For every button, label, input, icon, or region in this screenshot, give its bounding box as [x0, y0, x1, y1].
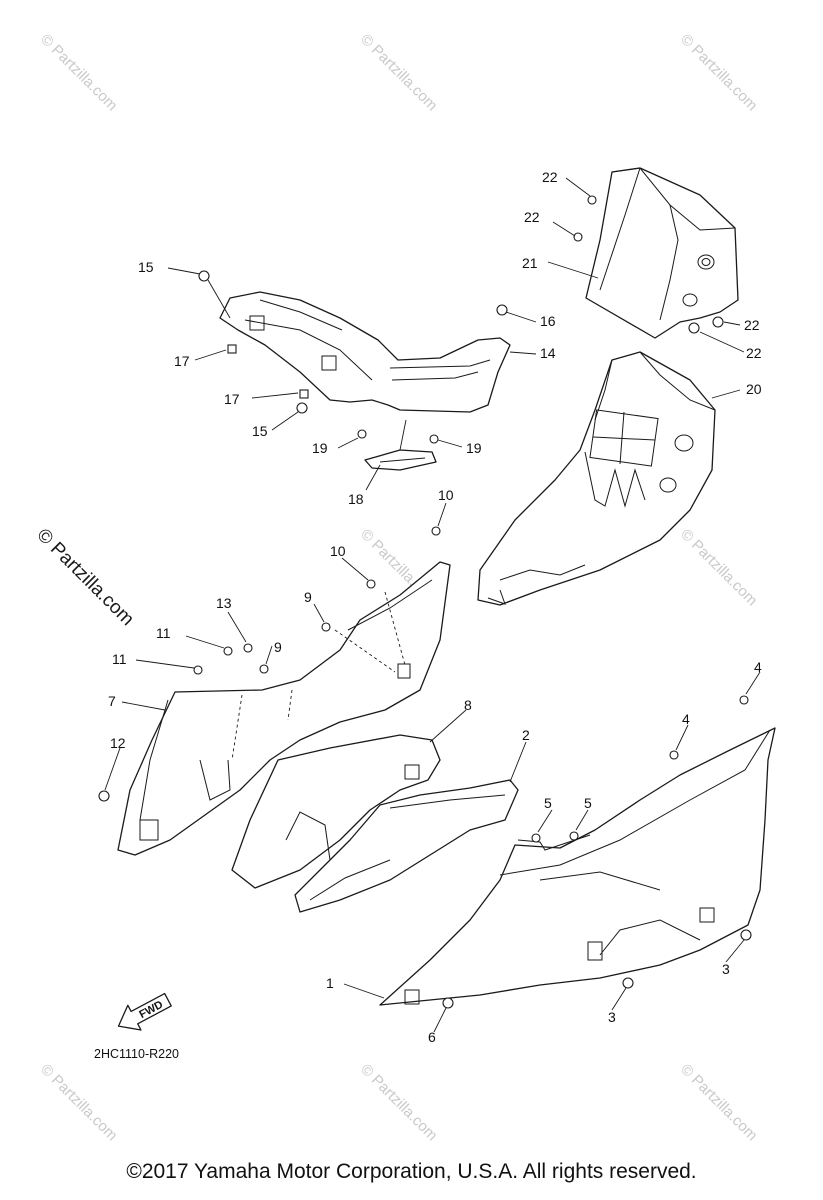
clip-icon — [299, 389, 309, 399]
callout-5[interactable]: 5 — [544, 795, 552, 811]
callout-10[interactable]: 10 — [438, 487, 454, 503]
bolt-icon — [431, 526, 441, 536]
callout-9[interactable]: 9 — [304, 589, 312, 605]
bolt-icon — [296, 402, 308, 414]
callout-11[interactable]: 11 — [112, 651, 127, 667]
callout-5[interactable]: 5 — [584, 795, 592, 811]
watermark: © Partzilla.com — [357, 1061, 440, 1144]
callout-13[interactable]: 13 — [216, 595, 232, 611]
bolt-icon — [357, 429, 367, 439]
bolt-icon — [669, 750, 679, 760]
callout-4[interactable]: 4 — [754, 659, 762, 675]
bolt-icon — [321, 622, 331, 632]
callout-12[interactable]: 12 — [110, 735, 126, 751]
bolt-icon — [573, 232, 583, 242]
bolt-icon — [712, 316, 724, 328]
callout-2[interactable]: 2 — [522, 727, 530, 743]
bolt-icon — [739, 695, 749, 705]
bolt-icon — [223, 646, 233, 656]
callout-17[interactable]: 17 — [224, 391, 240, 407]
callout-22[interactable]: 22 — [524, 209, 540, 225]
bolt-icon — [98, 790, 110, 802]
bolt-icon — [496, 304, 508, 316]
watermark-large: © Partzilla.com — [32, 525, 137, 630]
watermark: © Partzilla.com — [37, 1061, 120, 1144]
callout-19[interactable]: 19 — [312, 440, 328, 456]
part-21-upper-cover[interactable] — [585, 167, 739, 339]
fwd-label: FWD — [137, 999, 165, 1021]
callout-15[interactable]: 15 — [252, 423, 268, 439]
part-7-inner-panel[interactable] — [117, 561, 451, 856]
bolt-icon — [531, 833, 541, 843]
part-18-bracket[interactable] — [364, 449, 437, 471]
bolt-icon — [442, 997, 454, 1009]
callout-22[interactable]: 22 — [746, 345, 762, 361]
part-2-lower-panel[interactable] — [294, 779, 519, 913]
part-14-side-cover[interactable] — [219, 291, 511, 413]
callout-9[interactable]: 9 — [274, 639, 282, 655]
callout-14[interactable]: 14 — [540, 345, 556, 361]
callout-8[interactable]: 8 — [464, 697, 472, 713]
callout-3[interactable]: 3 — [608, 1009, 616, 1025]
part-20-center-cover[interactable] — [477, 351, 716, 606]
part-1-main-cover[interactable] — [379, 727, 776, 1006]
leader-lines — [104, 177, 761, 1033]
copyright-notice: ©2017 Yamaha Motor Corporation, U.S.A. A… — [126, 1160, 697, 1183]
bolt-icon — [740, 929, 752, 941]
bolt-icon — [366, 579, 376, 589]
callout-10[interactable]: 10 — [330, 543, 346, 559]
bolt-icon — [688, 322, 700, 334]
callout-17[interactable]: 17 — [174, 353, 190, 369]
callout-11[interactable]: 11 — [156, 625, 171, 641]
bolt-icon — [243, 643, 253, 653]
bolt-icon — [198, 270, 210, 282]
fasteners — [98, 195, 752, 1009]
callouts: 15 17 17 15 16 14 19 19 18 22 22 21 22 2… — [108, 169, 762, 1045]
callout-6[interactable]: 6 — [428, 1029, 436, 1045]
callout-22[interactable]: 22 — [744, 317, 760, 333]
watermark: © Partzilla.com — [677, 526, 760, 609]
callout-4[interactable]: 4 — [682, 711, 690, 727]
clip-icon — [227, 344, 237, 354]
diagram-code: 2HC1110-R220 — [94, 1047, 179, 1061]
bolt-icon — [587, 195, 597, 205]
bolt-icon — [569, 831, 579, 841]
callout-7[interactable]: 7 — [108, 693, 116, 709]
watermark: © Partzilla.com — [357, 31, 440, 114]
callout-22[interactable]: 22 — [542, 169, 558, 185]
callout-15[interactable]: 15 — [138, 259, 154, 275]
bolt-icon — [193, 665, 203, 675]
callout-16[interactable]: 16 — [540, 313, 556, 329]
callout-21[interactable]: 21 — [522, 255, 538, 271]
watermark: © Partzilla.com — [677, 1061, 760, 1144]
callout-1[interactable]: 1 — [326, 975, 334, 991]
callout-18[interactable]: 18 — [348, 491, 364, 507]
watermark: © Partzilla.com — [37, 31, 120, 114]
callout-19[interactable]: 19 — [466, 440, 482, 456]
watermark: © Partzilla.com — [677, 31, 760, 114]
part-8-side-panel[interactable] — [231, 734, 441, 889]
bolt-icon — [259, 664, 269, 674]
bolt-icon — [622, 977, 634, 989]
callout-20[interactable]: 20 — [746, 381, 762, 397]
bolt-icon — [429, 434, 439, 444]
fwd-arrow-icon: FWD — [117, 992, 172, 1031]
callout-3[interactable]: 3 — [722, 961, 730, 977]
